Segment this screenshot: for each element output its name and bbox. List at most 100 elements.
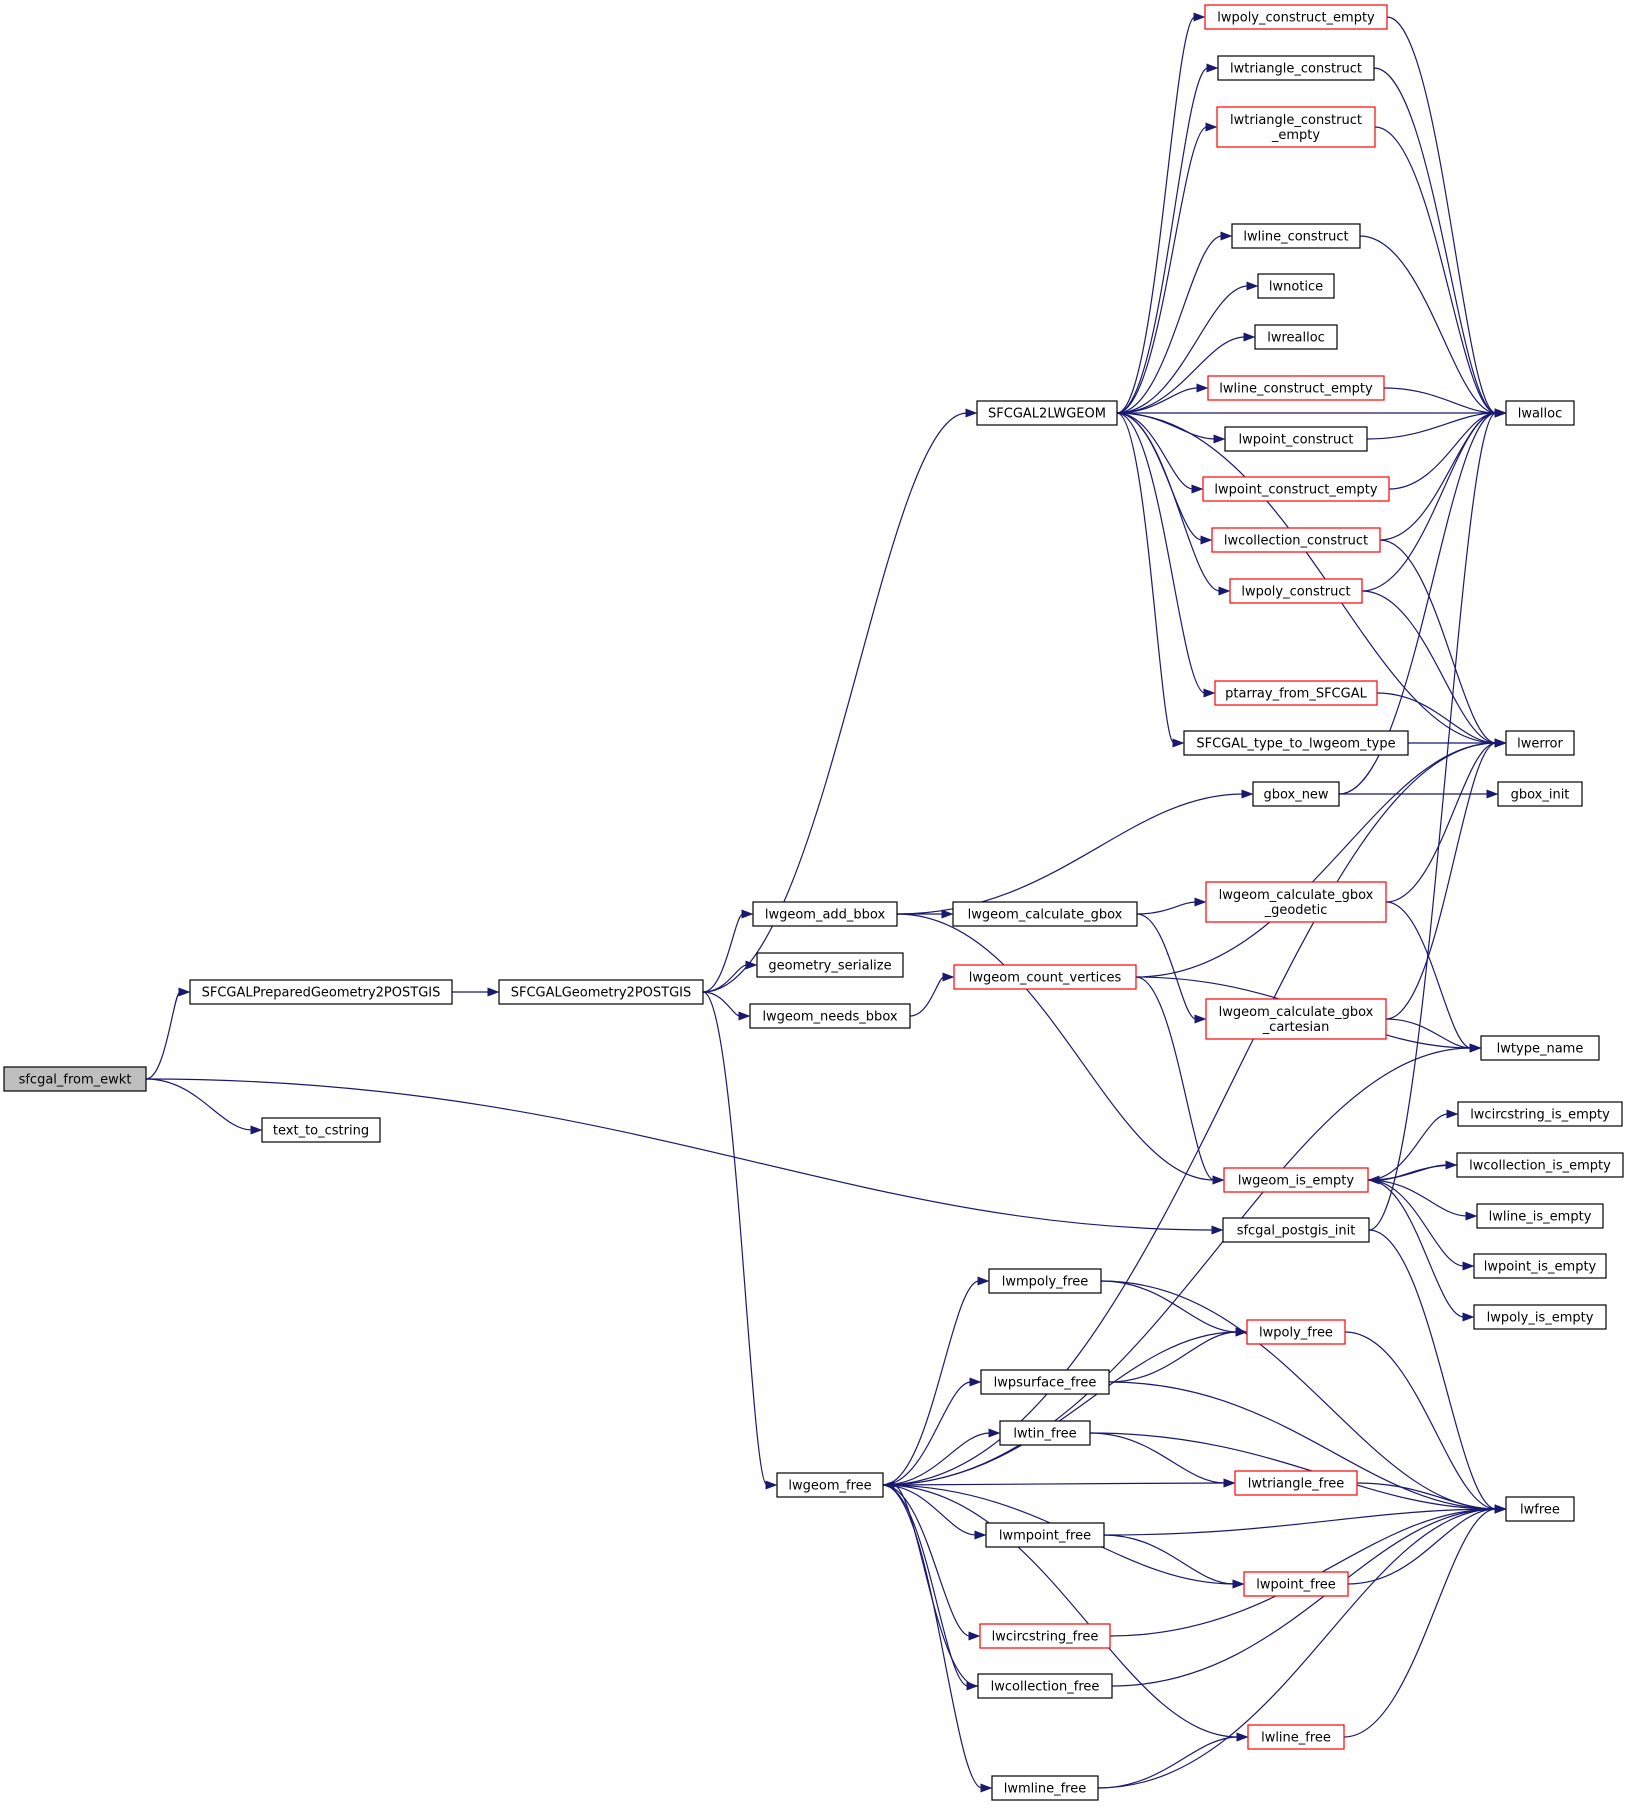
edge-lwgeom_free-to-lwmline_free <box>882 1484 993 1793</box>
node-lwpoly_free[interactable]: lwpoly_free <box>1246 1319 1346 1345</box>
node-lwfree[interactable]: lwfree <box>1505 1496 1575 1522</box>
edge-lwgeom_free-to-lwcollection_free-line <box>882 1484 969 1687</box>
node-geometry_serialize[interactable]: geometry_serialize <box>756 952 904 978</box>
edge-lwgeom_add_bbox-to-lwgeom_is_empty-line <box>896 913 1215 1181</box>
node-lwline_free[interactable]: lwline_free <box>1247 1724 1345 1750</box>
node-SFCGAL_type_to_lwgeom_type-box <box>1183 730 1409 756</box>
node-lwtriangle_free[interactable]: lwtriangle_free <box>1234 1470 1358 1496</box>
edge-SFCGALGeometry2POSTGIS-to-SFCGAL2LWGEOM <box>702 408 978 993</box>
node-lwline_construct_empty[interactable]: lwline_construct_empty <box>1207 375 1385 401</box>
node-SFCGAL2LWGEOM-label: SFCGAL2LWGEOM <box>988 407 1106 422</box>
node-lwrealloc[interactable]: lwrealloc <box>1254 324 1338 350</box>
edge-lwgeom_free-to-lwmpoly_free <box>882 1276 990 1486</box>
edge-SFCGAL2LWGEOM-to-lwline_construct <box>1116 231 1233 414</box>
node-lwcircstring_free[interactable]: lwcircstring_free <box>979 1623 1111 1649</box>
node-lwmpoint_free[interactable]: lwmpoint_free <box>985 1522 1105 1548</box>
node-SFCGAL2LWGEOM-box <box>976 400 1118 426</box>
node-lwpoly_is_empty[interactable]: lwpoly_is_empty <box>1473 1304 1607 1330</box>
node-ptarray_from_SFCGAL[interactable]: ptarray_from_SFCGAL <box>1214 680 1378 706</box>
node-lwcollection_is_empty[interactable]: lwcollection_is_empty <box>1456 1152 1624 1178</box>
node-lwpsurface_free[interactable]: lwpsurface_free <box>980 1369 1110 1395</box>
edge-SFCGAL2LWGEOM-to-lwpoly_construct-arrowhead <box>1218 586 1231 596</box>
edge-lwgeom_calculate_gbox_geodetic-to-lwerror-line <box>1385 742 1497 903</box>
node-lwpoly_construct_empty[interactable]: lwpoly_construct_empty <box>1204 4 1388 30</box>
node-lwcircstring_is_empty[interactable]: lwcircstring_is_empty <box>1457 1101 1623 1127</box>
node-lwcollection_construct[interactable]: lwcollection_construct <box>1211 527 1381 553</box>
node-geometry_serialize-label: geometry_serialize <box>768 959 891 974</box>
node-lwgeom_is_empty-box <box>1223 1167 1369 1193</box>
node-SFCGAL_type_to_lwgeom_type[interactable]: SFCGAL_type_to_lwgeom_type <box>1183 730 1409 756</box>
node-lwgeom_calculate_gbox_geodetic-label: lwgeom_calculate_gbox <box>1219 888 1374 903</box>
node-lwgeom_is_empty[interactable]: lwgeom_is_empty <box>1223 1167 1369 1193</box>
edge-lwtriangle_free-to-lwfree-line <box>1356 1482 1497 1510</box>
edge-SFCGAL2LWGEOM-to-lwtriangle_construct_empty-line <box>1116 126 1208 414</box>
edge-lwtin_free-to-lwtriangle_free <box>1089 1432 1236 1488</box>
edge-lwgeom_calculate_gbox_geodetic-to-lwtype_name-line <box>1385 901 1472 1049</box>
edge-SFCGALGeometry2POSTGIS-to-lwgeom_needs_bbox-arrowhead <box>738 1011 751 1021</box>
edge-SFCGALGeometry2POSTGIS-to-geometry_serialize <box>702 960 758 993</box>
edge-lwpoint_free-to-lwfree <box>1347 1504 1507 1585</box>
node-gbox_init[interactable]: gbox_init <box>1497 781 1583 807</box>
node-lwgeom_calculate_gbox_geodetic[interactable]: lwgeom_calculate_gbox_geodetic <box>1205 881 1387 923</box>
edge-lwgeom_free-to-lwtin_free <box>882 1428 1001 1486</box>
node-lwline_is_empty[interactable]: lwline_is_empty <box>1476 1203 1604 1229</box>
node-lwcollection_free[interactable]: lwcollection_free <box>977 1673 1113 1699</box>
node-lwgeom_calculate_gbox[interactable]: lwgeom_calculate_gbox <box>952 901 1138 927</box>
edge-lwpoint_construct-to-lwalloc-line <box>1366 412 1497 440</box>
node-lwtin_free-box <box>999 1420 1091 1446</box>
node-lwtype_name[interactable]: lwtype_name <box>1480 1035 1600 1061</box>
edge-lwgeom_add_bbox-to-gbox_new-line <box>896 793 1244 915</box>
edge-lwcollection_free-to-lwgeom_free-line <box>892 1484 979 1687</box>
node-lwpoint_construct[interactable]: lwpoint_construct <box>1224 426 1368 452</box>
node-lwline_construct[interactable]: lwline_construct <box>1231 223 1361 249</box>
node-lwpoly_construct[interactable]: lwpoly_construct <box>1229 578 1363 604</box>
node-lwgeom_add_bbox[interactable]: lwgeom_add_bbox <box>752 901 898 927</box>
node-SFCGAL2LWGEOM[interactable]: SFCGAL2LWGEOM <box>976 400 1118 426</box>
node-lwmpoly_free[interactable]: lwmpoly_free <box>988 1268 1102 1294</box>
edge-SFCGAL2LWGEOM-to-lwrealloc-line <box>1116 336 1246 414</box>
edge-lwgeom_is_empty-to-lwline_is_empty-arrowhead <box>1465 1211 1478 1221</box>
edge-lwgeom_is_empty-to-lwpoint_is_empty-arrowhead <box>1462 1261 1475 1271</box>
node-lwgeom_calculate_gbox-box <box>952 901 1138 927</box>
node-lwtriangle_construct[interactable]: lwtriangle_construct <box>1217 55 1375 81</box>
node-sfcgal_postgis_init[interactable]: sfcgal_postgis_init <box>1222 1217 1370 1243</box>
node-lwline_free-label: lwline_free <box>1261 1731 1331 1746</box>
edge-SFCGAL2LWGEOM-to-lwline_construct_empty-arrowhead <box>1196 383 1209 393</box>
edge-lwmpoly_free-to-lwpoly_free-line <box>1100 1280 1238 1333</box>
edge-lwpoly_construct-to-lwerror-line <box>1361 590 1497 744</box>
node-lwerror[interactable]: lwerror <box>1505 730 1575 756</box>
edge-SFCGAL2LWGEOM-to-lwnotice <box>1116 281 1259 414</box>
node-lwgeom_free[interactable]: lwgeom_free <box>776 1472 884 1498</box>
node-SFCGALGeometry2POSTGIS[interactable]: SFCGALGeometry2POSTGIS <box>498 979 704 1005</box>
node-lwnotice[interactable]: lwnotice <box>1257 273 1335 299</box>
edge-lwgeom_count_vertices-to-lwgeom_is_empty <box>1135 976 1225 1185</box>
node-lwgeom_needs_bbox[interactable]: lwgeom_needs_bbox <box>749 1003 911 1029</box>
node-gbox_new[interactable]: gbox_new <box>1252 781 1340 807</box>
node-lwgeom_count_vertices[interactable]: lwgeom_count_vertices <box>953 964 1137 990</box>
edge-lwgeom_free-to-lwcircstring_free <box>882 1484 981 1641</box>
node-lwgeom_calculate_gbox_geodetic-box <box>1205 881 1387 923</box>
node-lwpoint_is_empty[interactable]: lwpoint_is_empty <box>1473 1253 1607 1279</box>
edge-lwmpoint_free-to-lwpoint_free-arrowhead <box>1232 1579 1245 1589</box>
edge-lwgeom_calculate_gbox-to-lwgeom_calculate_gbox_cartesian-arrowhead <box>1194 1014 1207 1024</box>
edge-lwtriangle_construct_empty-to-lwalloc <box>1374 126 1507 418</box>
node-sfcgal_from_ewkt[interactable]: sfcgal_from_ewkt <box>3 1066 147 1092</box>
edge-lwtriangle_construct-to-lwalloc <box>1373 67 1507 418</box>
node-lwgeom_calculate_gbox_cartesian[interactable]: lwgeom_calculate_gbox_cartesian <box>1205 998 1387 1040</box>
node-lwtriangle_free-label: lwtriangle_free <box>1248 1477 1345 1492</box>
node-SFCGALPreparedGeometry2POSTGIS[interactable]: SFCGALPreparedGeometry2POSTGIS <box>189 979 453 1005</box>
node-lwpoint_construct_empty[interactable]: lwpoint_construct_empty <box>1202 476 1390 502</box>
edge-lwgeom_calculate_gbox-to-lwgeom_calculate_gbox_geodetic <box>1136 897 1207 915</box>
node-lwalloc-box <box>1505 400 1575 426</box>
node-SFCGAL_type_to_lwgeom_type-label: SFCGAL_type_to_lwgeom_type <box>1196 737 1395 752</box>
node-lwpoint_free[interactable]: lwpoint_free <box>1243 1571 1349 1597</box>
node-lwtriangle_construct_empty-label: lwtriangle_construct <box>1230 113 1362 128</box>
node-lwrealloc-box <box>1254 324 1338 350</box>
node-lwtriangle_construct_empty[interactable]: lwtriangle_construct_empty <box>1216 106 1376 148</box>
edge-SFCGAL2LWGEOM-to-lwpoint_construct-arrowhead <box>1213 434 1226 444</box>
node-lwalloc[interactable]: lwalloc <box>1505 400 1575 426</box>
node-lwmpoint_free-label: lwmpoint_free <box>999 1529 1091 1544</box>
node-text_to_cstring[interactable]: text_to_cstring <box>261 1117 381 1143</box>
node-lwmline_free[interactable]: lwmline_free <box>991 1775 1099 1801</box>
node-lwtin_free[interactable]: lwtin_free <box>999 1420 1091 1446</box>
